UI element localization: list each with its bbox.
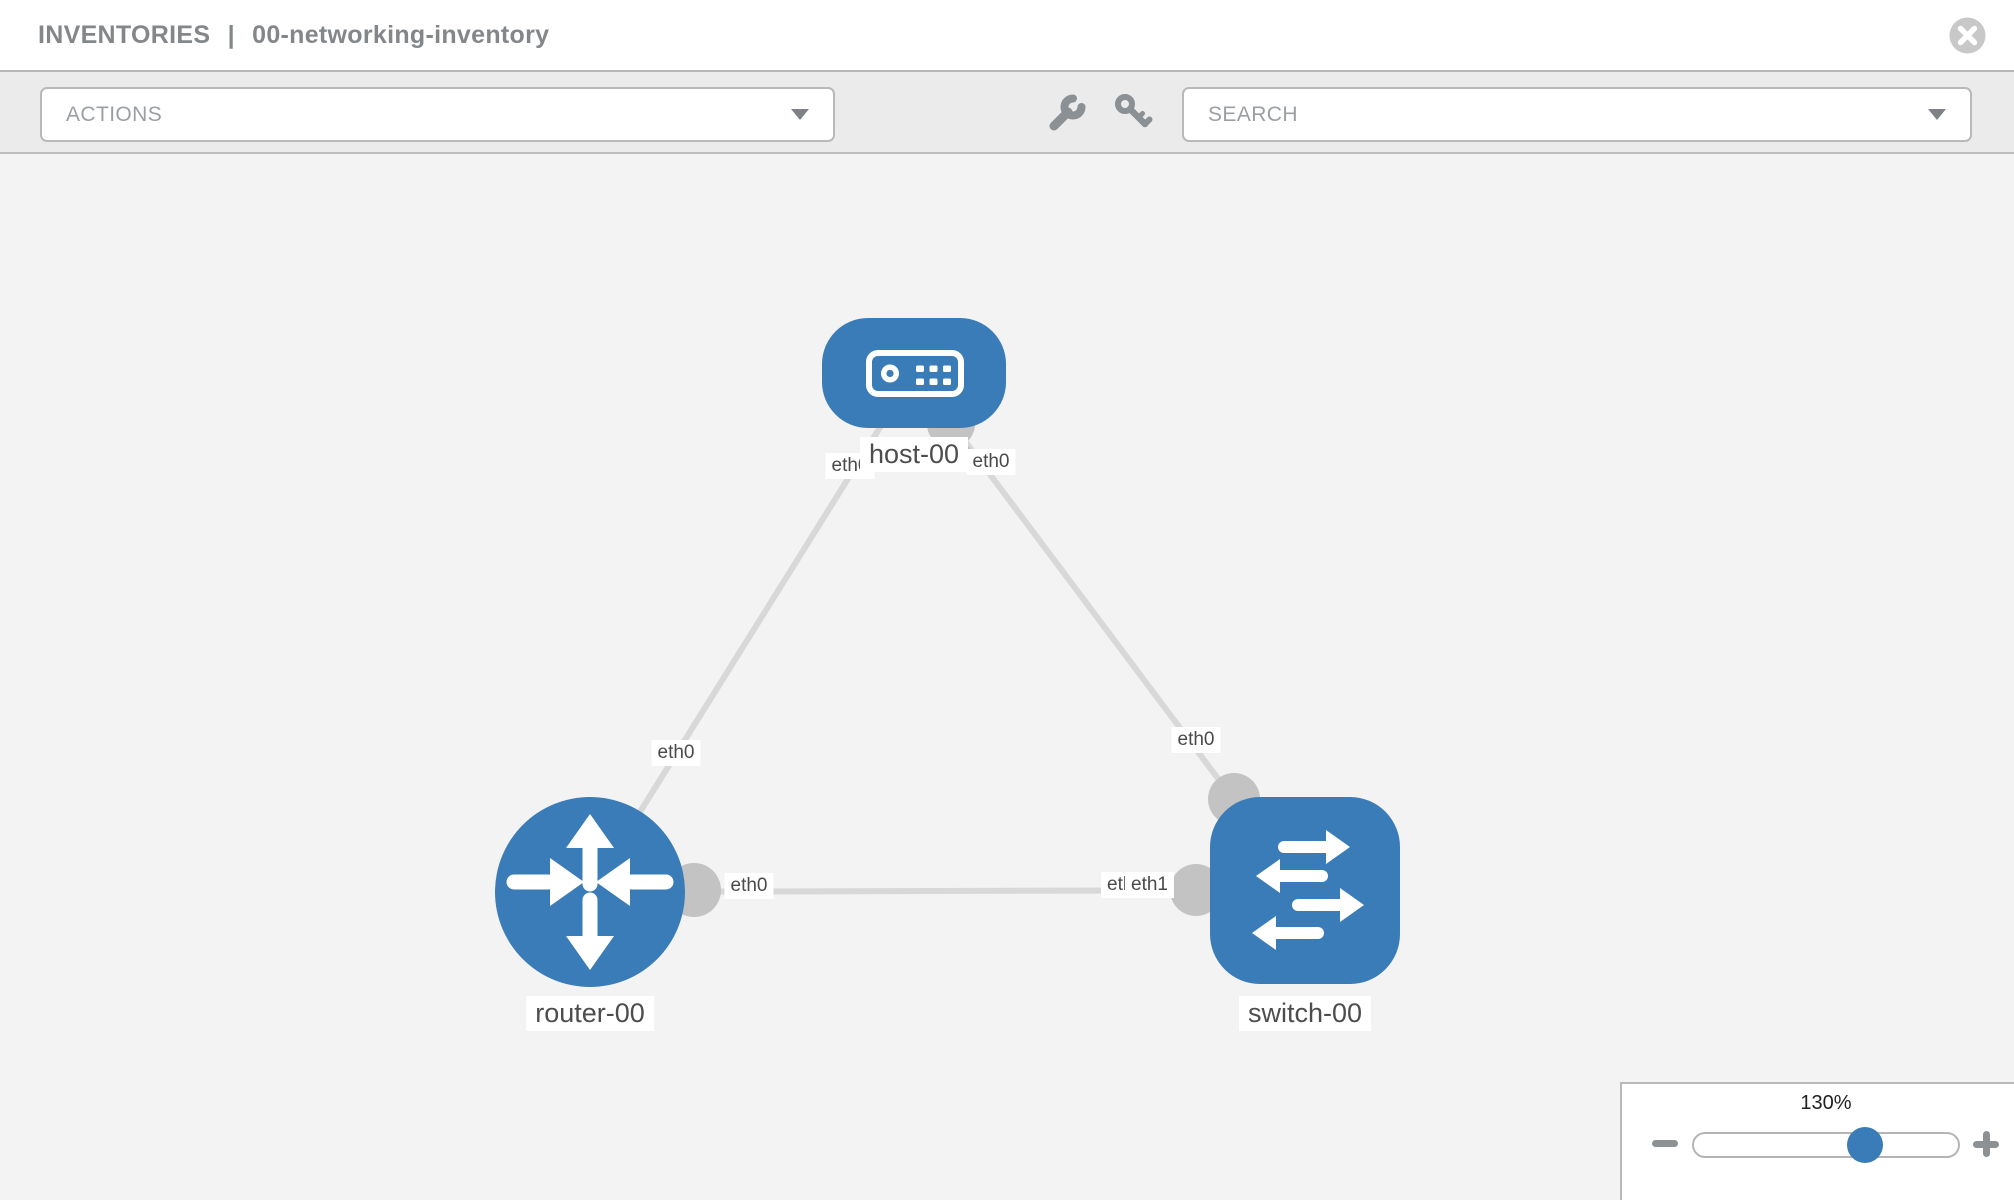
router-arrows-icon — [506, 814, 674, 970]
node-switch[interactable] — [1210, 797, 1400, 984]
chevron-down-icon — [1928, 109, 1946, 120]
search-dropdown-label: SEARCH — [1208, 102, 1298, 126]
wrench-icon[interactable] — [1044, 92, 1088, 136]
node-host[interactable] — [822, 318, 1006, 428]
interface-label: eth0 — [724, 873, 774, 899]
zoom-level-value: 130% — [1800, 1092, 1852, 1114]
actions-dropdown[interactable]: ACTIONS — [40, 87, 835, 142]
interface-label: eth0 — [1171, 727, 1221, 753]
search-dropdown[interactable]: SEARCH — [1182, 87, 1972, 142]
switch-arrows-icon — [1252, 830, 1364, 950]
node-label-host: host-00 — [859, 437, 969, 472]
zoom-slider-track[interactable] — [1692, 1132, 1960, 1158]
close-icon[interactable] — [1949, 17, 1986, 54]
node-label-router: router-00 — [526, 996, 654, 1031]
plus-icon[interactable] — [1973, 1131, 1999, 1157]
key-icon[interactable] — [1112, 92, 1156, 136]
breadcrumb-root: INVENTORIES — [38, 21, 211, 49]
port-switch-left — [1170, 864, 1222, 916]
header: INVENTORIES | 00-networking-inventory — [0, 0, 2014, 72]
toolbar: ACTIONS SEARCH — [0, 72, 2014, 154]
chevron-down-icon — [791, 109, 809, 120]
interface-label: eth0 — [651, 740, 701, 766]
actions-dropdown-label: ACTIONS — [66, 102, 163, 126]
host-device-icon — [866, 350, 964, 397]
interface-label: eth1 — [1125, 872, 1174, 898]
node-label-switch: switch-00 — [1238, 996, 1372, 1031]
breadcrumb: INVENTORIES | 00-networking-inventory — [38, 0, 549, 70]
minus-icon[interactable] — [1652, 1140, 1678, 1147]
zoom-panel: 130% — [1620, 1082, 2014, 1200]
interface-label: eth0 — [966, 449, 1016, 475]
zoom-slider-thumb[interactable] — [1847, 1127, 1883, 1163]
node-router[interactable] — [495, 797, 685, 987]
topology-canvas-background — [0, 154, 2014, 1200]
breadcrumb-separator: | — [227, 21, 235, 49]
plus-icon-bar — [1982, 1131, 1990, 1157]
page-title: 00-networking-inventory — [252, 21, 550, 49]
